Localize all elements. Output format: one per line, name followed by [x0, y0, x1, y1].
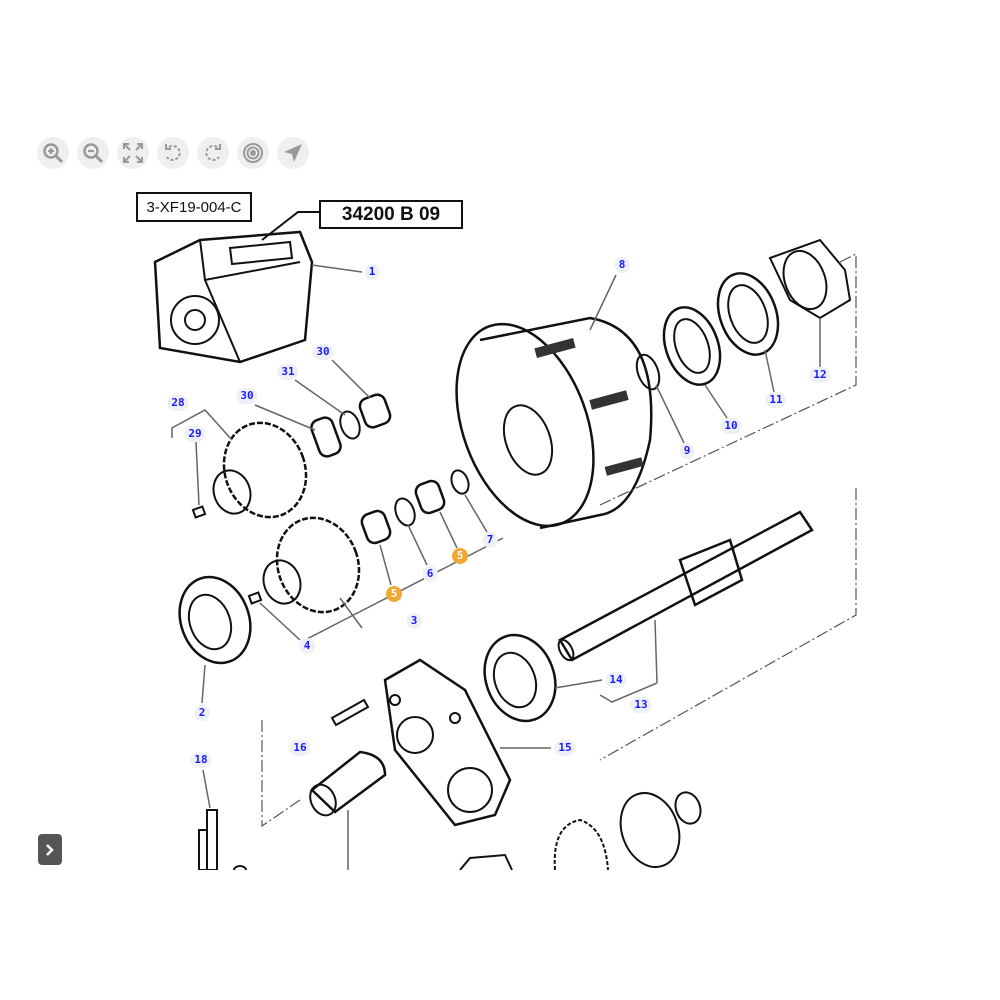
callout-14[interactable]: 14 — [605, 672, 627, 688]
callout-1[interactable]: 1 — [364, 264, 380, 280]
callout-13[interactable]: 13 — [630, 697, 652, 713]
rotate-right-button[interactable] — [197, 137, 229, 169]
exploded-parts-diagram — [153, 211, 857, 870]
callout-30b[interactable]: 30 — [236, 388, 258, 404]
rotate-left-button[interactable] — [157, 137, 189, 169]
rotate-left-icon — [165, 144, 181, 161]
gear-cluster-upper — [171, 359, 392, 519]
center-button[interactable] — [237, 137, 269, 169]
callout-15[interactable]: 15 — [554, 740, 576, 756]
callout-10[interactable]: 10 — [720, 418, 742, 434]
zoom-in-button[interactable] — [37, 137, 69, 169]
viewer-toolbar — [37, 137, 309, 169]
target-icon — [243, 143, 263, 163]
reference-code: 3-XF19-004-C — [136, 192, 252, 222]
callout-4[interactable]: 4 — [299, 638, 315, 654]
callout-6[interactable]: 6 — [422, 566, 438, 582]
fit-screen-icon — [123, 143, 143, 163]
callout-18[interactable]: 18 — [190, 752, 212, 768]
main-shaft — [557, 510, 814, 703]
callout-12[interactable]: 12 — [809, 367, 831, 383]
callout-3[interactable]: 3 — [406, 613, 422, 629]
group-code: 34200 B 09 — [319, 200, 463, 229]
callout-11[interactable]: 11 — [765, 392, 787, 408]
callout-8[interactable]: 8 — [614, 257, 630, 273]
callout-16[interactable]: 16 — [289, 740, 311, 756]
chevron-right-icon — [46, 843, 54, 856]
zoom-out-button[interactable] — [77, 137, 109, 169]
callout-28[interactable]: 28 — [167, 395, 189, 411]
callout-2[interactable]: 2 — [194, 705, 210, 721]
rotate-right-icon — [205, 144, 221, 161]
fit-screen-button[interactable] — [117, 137, 149, 169]
callout-9[interactable]: 9 — [679, 443, 695, 459]
callout-5a[interactable]: 5 — [452, 548, 468, 564]
bracket — [383, 658, 551, 827]
callout-31[interactable]: 31 — [277, 364, 299, 380]
locate-button[interactable] — [277, 137, 309, 169]
zoom-in-icon — [43, 143, 64, 164]
callout-30a[interactable]: 30 — [312, 344, 334, 360]
zoom-out-icon — [83, 143, 104, 164]
transmission-housing — [153, 230, 363, 364]
sidebar-toggle-button[interactable] — [38, 834, 62, 865]
navigate-icon — [284, 144, 302, 162]
callout-29[interactable]: 29 — [184, 426, 206, 442]
callout-7[interactable]: 7 — [482, 532, 498, 548]
callout-5b[interactable]: 5 — [386, 586, 402, 602]
clutch-drum — [455, 274, 653, 530]
